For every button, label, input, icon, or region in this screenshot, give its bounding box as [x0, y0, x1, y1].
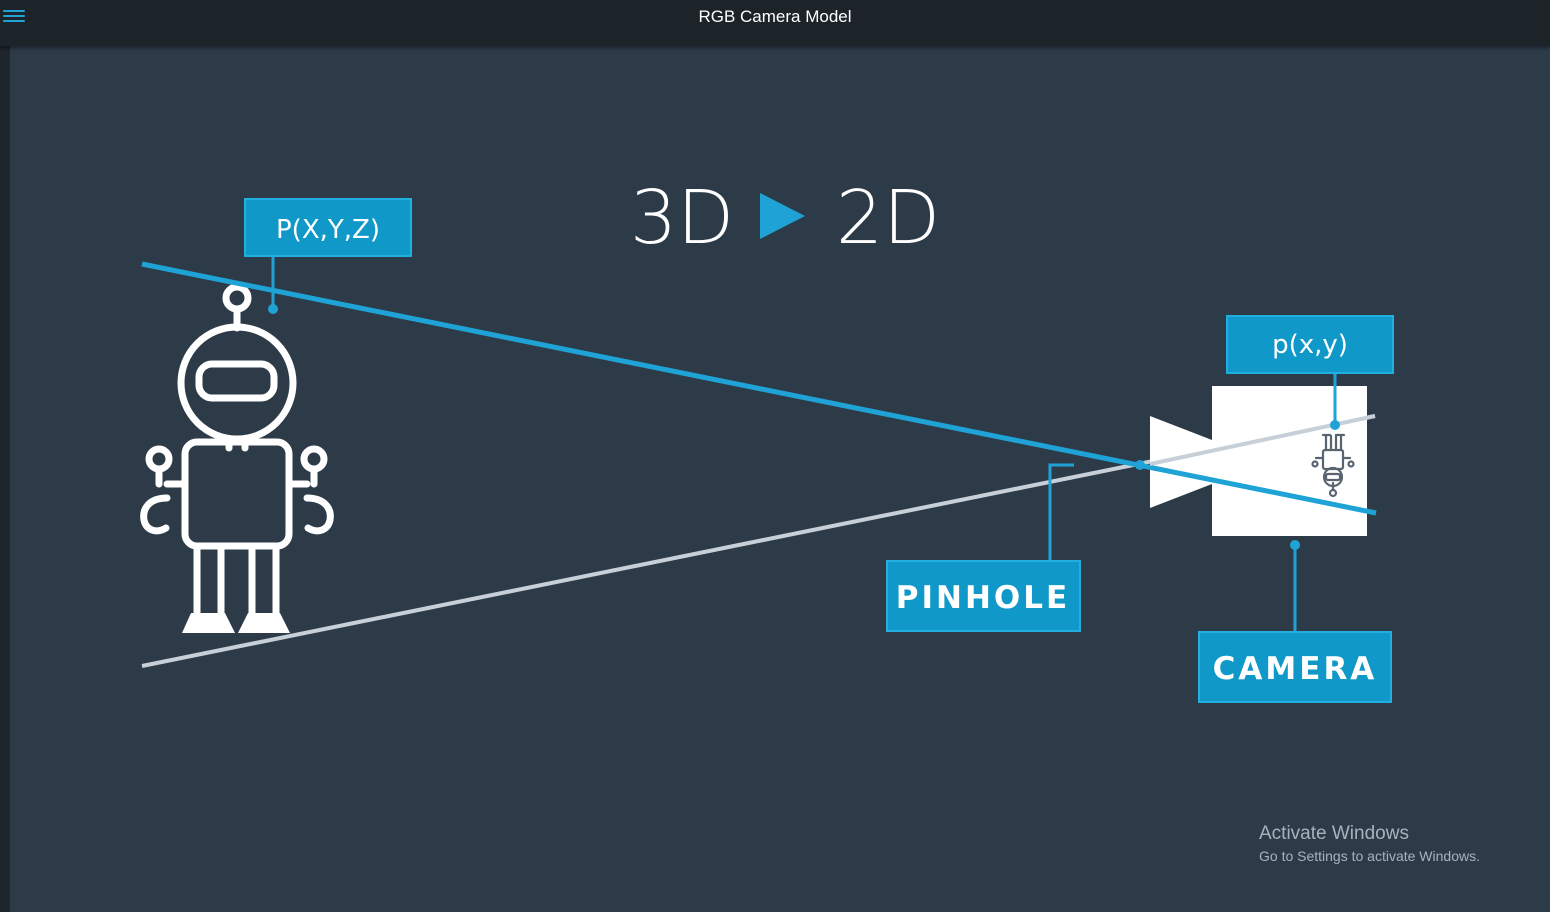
heading-2d: 2D — [836, 175, 940, 261]
hamburger-menu-icon[interactable] — [3, 7, 25, 27]
image-point-label: p(x,y) — [1272, 330, 1348, 360]
top-ray-line — [141, 261, 1377, 516]
camera-label: CAMERA — [1213, 651, 1378, 687]
image-point-label-box — [1226, 315, 1394, 374]
inverted-robot-icon — [1311, 433, 1355, 498]
watermark-title: Activate Windows — [1259, 823, 1409, 844]
pinhole-dot — [1135, 460, 1145, 470]
left-edge-strip — [0, 46, 10, 912]
heading-3d: 3D — [630, 175, 734, 261]
robot-left-foot — [182, 613, 235, 633]
pinhole-leader — [1048, 463, 1074, 561]
world-point-label-box — [244, 198, 412, 257]
play-triangle-icon — [760, 193, 805, 239]
title-bar: RGB Camera Model — [0, 0, 1550, 46]
activate-windows-watermark: Activate Windows Go to Settings to activ… — [1259, 822, 1480, 866]
camera-dot — [1290, 540, 1300, 550]
robot-right-foot — [238, 613, 290, 633]
image-point-dot — [1330, 420, 1340, 430]
slide-canvas: 3D 2D — [10, 46, 1550, 912]
camera-lens-cone — [1150, 416, 1212, 508]
video-camera-icon — [1212, 386, 1367, 536]
camera-label-box — [1198, 631, 1392, 703]
watermark-subtitle: Go to Settings to activate Windows. — [1259, 848, 1480, 864]
pinhole-label-box — [886, 560, 1081, 632]
robot-icon — [140, 283, 334, 622]
world-point-dot — [268, 304, 278, 314]
window-title: RGB Camera Model — [698, 7, 852, 26]
pinhole-label: PINHOLE — [896, 580, 1070, 616]
world-point-label: P(X,Y,Z) — [276, 215, 380, 245]
